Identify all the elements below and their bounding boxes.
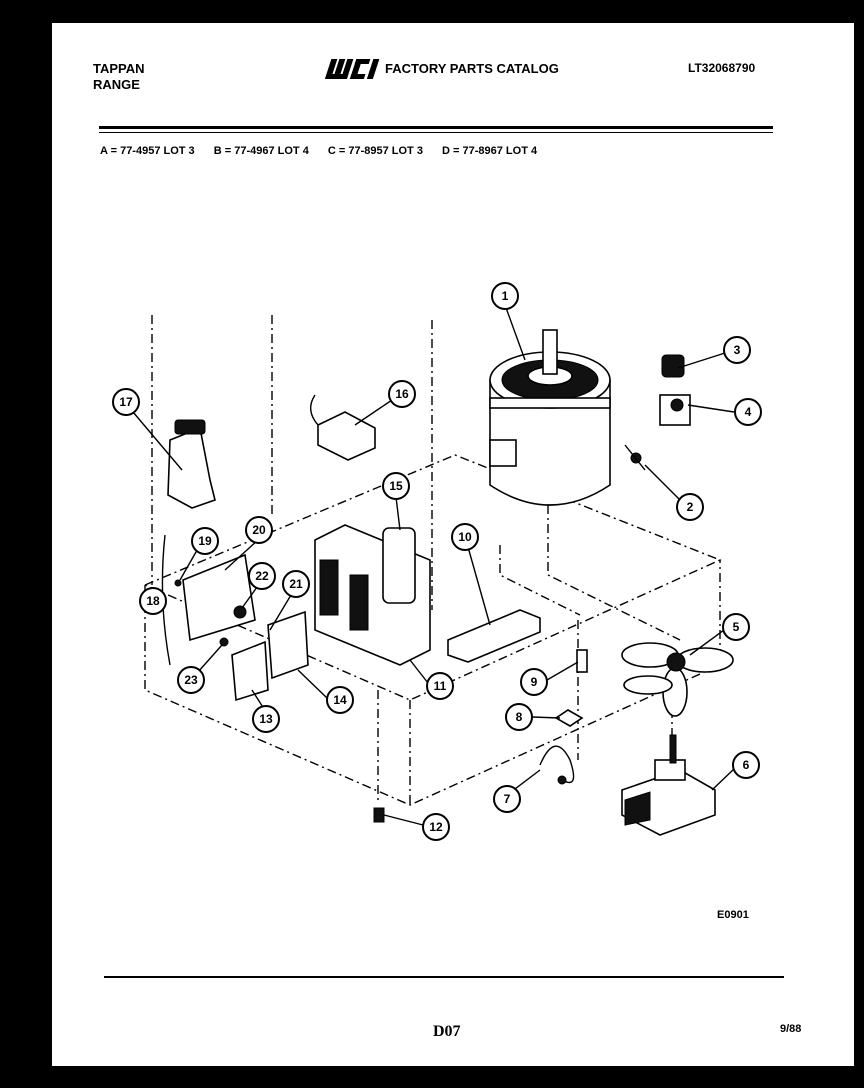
exploded-parts-diagram: 1 2 3 4 5 6 7 8 9 10 11 12 13 14 15 16 1…	[112, 282, 762, 841]
callout-19: 19	[191, 527, 219, 555]
brand-block: TAPPAN RANGE	[93, 61, 145, 93]
wci-logo	[324, 59, 380, 79]
svg-text:7: 7	[504, 792, 511, 806]
callout-8: 8	[505, 703, 533, 731]
svg-text:1: 1	[502, 289, 509, 303]
footer-rule	[104, 976, 784, 978]
bracket-17	[167, 419, 216, 509]
model-a: A = 77-4957 LOT 3	[100, 145, 195, 157]
callout-23: 23	[177, 666, 205, 694]
control-board	[182, 553, 256, 642]
terminal-block	[447, 609, 541, 663]
callout-2: 2	[676, 493, 704, 521]
svg-text:20: 20	[252, 523, 266, 537]
svg-text:11: 11	[434, 679, 447, 693]
svg-text:10: 10	[458, 530, 472, 544]
callout-4: 4	[734, 398, 762, 426]
svg-text:13: 13	[259, 712, 273, 726]
svg-text:5: 5	[733, 620, 740, 634]
svg-text:22: 22	[255, 569, 269, 583]
model-d: D = 77-8967 LOT 4	[442, 145, 538, 157]
svg-text:6: 6	[743, 758, 750, 772]
svg-text:4: 4	[745, 405, 752, 419]
drawing-code: E0901	[717, 909, 749, 921]
svg-text:15: 15	[389, 479, 403, 493]
bracket-13-14	[231, 610, 309, 702]
fan-blade	[621, 642, 734, 717]
svg-text:17: 17	[119, 395, 133, 409]
catalog-number: LT32068790	[688, 61, 756, 75]
switch-16	[310, 394, 376, 461]
callout-17: 17	[112, 388, 140, 416]
model-b: B = 77-4967 LOT 4	[213, 145, 309, 157]
callout-16: 16	[388, 380, 416, 408]
callout-3: 3	[723, 336, 751, 364]
capacitor-screw	[624, 444, 646, 471]
callout-21: 21	[282, 570, 310, 598]
model-c: C = 77-8957 LOT 3	[327, 145, 423, 157]
screw-12	[373, 807, 385, 823]
callout-9: 9	[520, 668, 548, 696]
svg-text:12: 12	[429, 820, 443, 834]
fan-motor	[621, 734, 716, 836]
revision-date: 9/88	[780, 1023, 802, 1035]
model-list: A = 77-4957 LOT 3 B = 77-4967 LOT 4 C = …	[100, 145, 553, 157]
header-rule-thin	[99, 132, 773, 133]
svg-text:9: 9	[531, 675, 538, 689]
page-code: D07	[433, 1023, 461, 1040]
callout-13: 13	[252, 705, 280, 733]
callout-11: 11	[426, 672, 454, 700]
callout-22: 22	[248, 562, 276, 590]
callout-15: 15	[382, 472, 410, 500]
leader-lines	[132, 304, 736, 826]
callout-20: 20	[245, 516, 273, 544]
product-type: RANGE	[93, 77, 140, 92]
callout-5: 5	[722, 613, 750, 641]
callout-6: 6	[732, 751, 760, 779]
svg-text:14: 14	[333, 693, 347, 707]
svg-text:16: 16	[395, 387, 409, 401]
callout-12: 12	[422, 813, 450, 841]
svg-text:2: 2	[687, 500, 694, 514]
capacitor	[382, 527, 416, 604]
callout-7: 7	[493, 785, 521, 813]
svg-text:18: 18	[146, 594, 160, 608]
wire-harness	[539, 649, 588, 785]
svg-text:23: 23	[184, 673, 198, 687]
callout-14: 14	[326, 686, 354, 714]
callout-18: 18	[139, 587, 167, 615]
motor-clip	[659, 354, 691, 426]
catalog-title: FACTORY PARTS CATALOG	[385, 61, 559, 76]
parts-sheet: TAPPAN RANGE FACTORY PARTS CATALOG LT320…	[52, 23, 854, 1066]
motor	[489, 329, 611, 506]
small-hardware	[174, 579, 247, 647]
svg-text:19: 19	[198, 534, 212, 548]
brand-name: TAPPAN	[93, 61, 145, 76]
callout-10: 10	[451, 523, 479, 551]
svg-text:3: 3	[734, 343, 741, 357]
svg-text:8: 8	[516, 710, 523, 724]
callout-1: 1	[491, 282, 519, 310]
header-rule	[99, 126, 773, 129]
svg-text:21: 21	[289, 577, 303, 591]
